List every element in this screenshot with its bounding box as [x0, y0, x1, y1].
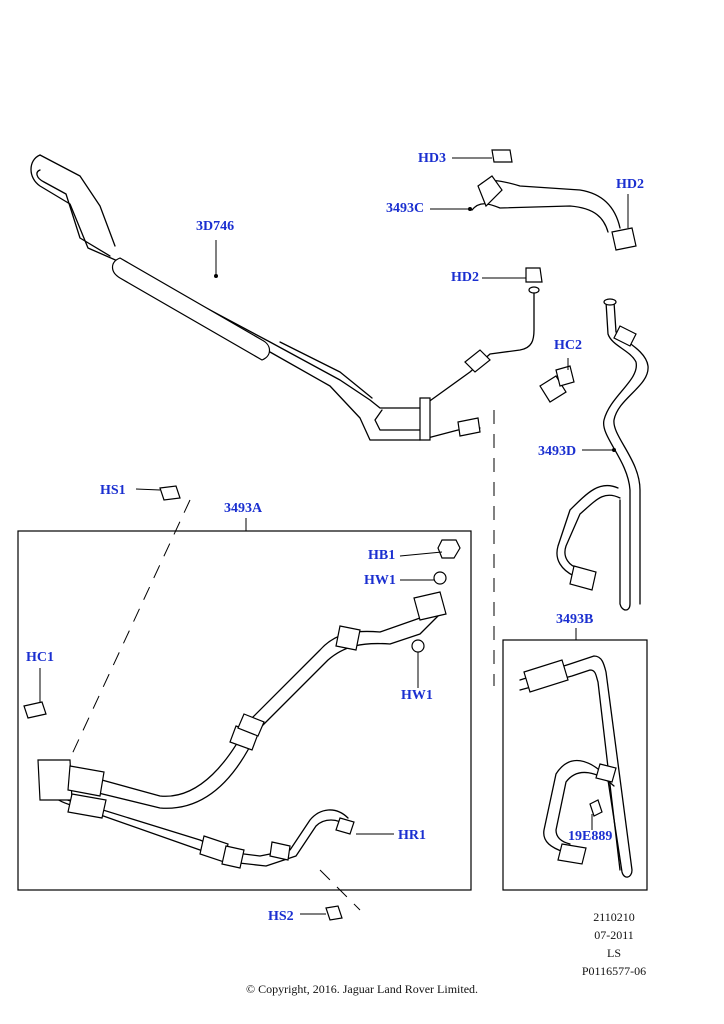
label-hs2: HS2: [268, 909, 294, 924]
label-3493b: 3493B: [556, 612, 594, 627]
label-19e889: 19E889: [568, 829, 613, 844]
label-3493a: 3493A: [224, 501, 263, 516]
label-hd3: HD3: [418, 151, 446, 166]
label-hd2-top: HD2: [616, 177, 644, 192]
hose-3493c: [430, 149, 637, 283]
hose-assembly-3493b: [519, 655, 633, 878]
label-hw1-lower: HW1: [401, 688, 433, 703]
reference-date: 07-2011: [594, 928, 634, 942]
label-hc1: HC1: [26, 650, 54, 665]
hose-assembly-3493a: [23, 485, 461, 921]
copyright-notice: © Copyright, 2016. Jaguar Land Rover Lim…: [245, 982, 479, 996]
cooler-pipe-3d746: [30, 154, 540, 441]
label-hd2-mid: HD2: [451, 270, 479, 285]
label-3493d: 3493D: [538, 444, 577, 459]
label-3d746: 3D746: [196, 219, 235, 234]
label-hw1-upper: HW1: [364, 573, 396, 588]
assembly-box-3493b: [502, 639, 648, 891]
label-hs1: HS1: [100, 483, 126, 498]
illustration-number: P0116577-06: [581, 964, 647, 978]
assembly-box-3493a: [17, 530, 472, 891]
label-hc2: HC2: [554, 338, 582, 353]
label-hr1: HR1: [398, 828, 426, 843]
label-3493c: 3493C: [386, 201, 425, 216]
reference-number: 2110210: [593, 910, 635, 924]
hose-3493d: [539, 298, 649, 611]
alignment-dash-line: [59, 499, 191, 781]
reference-ls: LS: [606, 946, 621, 960]
label-hb1: HB1: [368, 548, 396, 563]
